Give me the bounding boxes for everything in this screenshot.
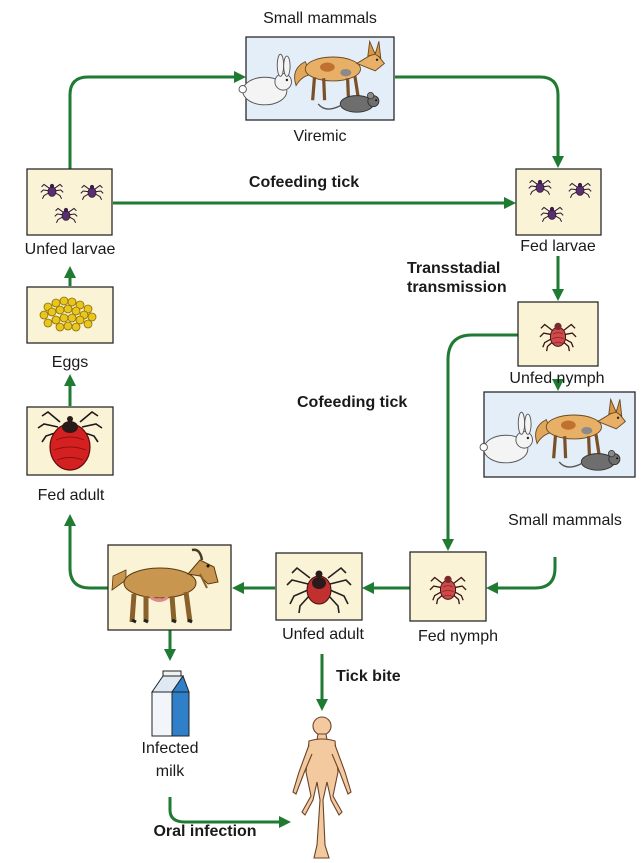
oral-infection-label: Oral infection <box>153 823 257 840</box>
arrow-larvae-to-mammals <box>68 75 235 169</box>
transstadial-label-line2: transmission <box>407 279 507 296</box>
arrow-goat-to-fed-adult <box>68 525 108 590</box>
fed-adult-label: Fed adult <box>37 487 105 504</box>
human-figure-icon <box>292 716 352 859</box>
arrowhead <box>486 582 498 594</box>
fed-nymph-box <box>409 551 487 622</box>
unfed-adult-tick-icon <box>286 566 352 614</box>
unfed-nymph-label: Unfed nymph <box>509 370 605 387</box>
cofeeding-tick-mid-label: Cofeeding tick <box>297 394 408 411</box>
arrowhead <box>362 582 374 594</box>
infected-milk-label-line1: Infected <box>141 740 199 757</box>
arrow-mammals-to-fed-larvae <box>395 75 560 157</box>
unfed-larvae-box <box>26 168 113 236</box>
fed-nymph-label: Fed nymph <box>417 628 499 645</box>
goat-icon <box>111 548 219 624</box>
arrowhead <box>64 266 76 278</box>
transstadial-label-line1: Transstadial <box>407 260 501 277</box>
fed-adult-box <box>26 406 114 476</box>
arrowhead <box>552 379 564 391</box>
arrowhead <box>442 539 454 551</box>
goat-box <box>107 544 232 631</box>
arrow-oral-infection <box>168 797 280 824</box>
arrowhead <box>64 514 76 526</box>
unfed-adult-box <box>275 552 363 621</box>
arrowhead <box>504 197 516 209</box>
milk-carton-icon <box>151 670 190 737</box>
fed-larvae-box <box>515 168 602 236</box>
arrowhead <box>316 699 328 711</box>
arrowhead <box>234 71 246 83</box>
arrowhead <box>552 289 564 301</box>
arrowhead <box>232 582 244 594</box>
viremic-label: Viremic <box>293 128 347 145</box>
small-mammals-right-box <box>480 391 636 478</box>
eggs-box <box>26 286 114 344</box>
unfed-adult-label: Unfed adult <box>282 626 364 643</box>
arrowhead <box>552 156 564 168</box>
arrow-cofeeding-mid <box>446 333 518 540</box>
egg-cluster-icon <box>39 296 97 332</box>
small-mammals-top-label: Small mammals <box>263 10 377 27</box>
arrowhead <box>64 374 76 386</box>
arrowhead <box>164 649 176 661</box>
flow-arrows <box>64 71 564 828</box>
unfed-nymph-box <box>517 301 599 367</box>
tick-bite-label: Tick bite <box>336 668 401 685</box>
infected-milk-label-line2: milk <box>155 763 185 780</box>
fed-larvae-label: Fed larvae <box>520 238 596 255</box>
fed-adult-tick-icon <box>37 411 103 471</box>
arrowhead <box>279 816 291 828</box>
small-mammals-right-label: Small mammals <box>508 512 622 529</box>
eggs-label: Eggs <box>51 354 89 371</box>
cofeeding-tick-top-label: Cofeeding tick <box>248 174 360 191</box>
small-mammals-top-box <box>239 36 395 121</box>
arrow-mammals-to-fed-nymph <box>497 557 557 590</box>
unfed-larvae-label: Unfed larvae <box>24 241 116 258</box>
